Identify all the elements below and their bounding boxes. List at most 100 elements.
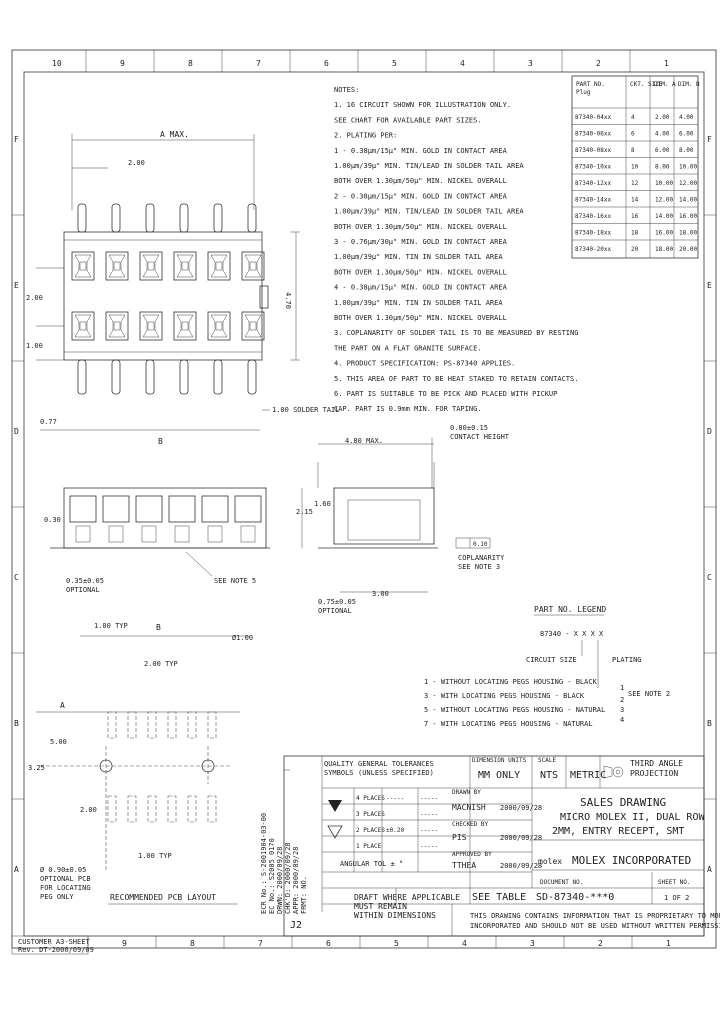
table-cell: 87340-16xx	[575, 213, 612, 220]
solder-tail-bottom	[247, 359, 257, 395]
legend-code: 87340 - X X X X	[540, 630, 604, 638]
column-label-top: 9	[120, 59, 125, 68]
contact-cavity	[173, 311, 197, 341]
table-cell: 20.00	[679, 246, 697, 253]
solder-tail-top	[111, 203, 121, 233]
note-line: 1.00µm/39µ" MIN. TIN/LEAD IN SOLDER TAIL…	[334, 162, 524, 170]
tol-1place: 1 PLACE	[356, 843, 382, 850]
pcb-pad-bottom	[187, 795, 197, 823]
legend-see-note-2: SEE NOTE 2	[628, 690, 670, 698]
pcb-pad-bottom	[107, 795, 117, 823]
contact-cavity	[71, 311, 95, 341]
legend-option: 1 - WITHOUT LOCATING PEGS HOUSING - BLAC…	[424, 678, 598, 686]
contact-cavity	[241, 311, 265, 341]
pcb-dim-500: 5.00	[50, 738, 67, 746]
table-header: CKT. SIZE	[630, 81, 663, 88]
table-cell: 16.00	[679, 213, 697, 220]
table-cell: 18	[631, 230, 639, 237]
note-line: CAP. PART IS 0.9mm MIN. FOR TAPING.	[334, 405, 482, 413]
metric: METRIC	[570, 770, 606, 781]
material-no: SEE TABLE	[472, 892, 526, 903]
legend-circuit-size: CIRCUIT SIZE	[526, 656, 577, 664]
tol-4places: 4 PLACES	[356, 795, 385, 802]
checked-by-label: CHECKED BY	[452, 821, 489, 828]
table-header: PART NO.Plug	[576, 81, 605, 96]
table-cell: 14.00	[679, 197, 697, 204]
contact-cavity	[71, 251, 95, 281]
note-line: 1 - 0.38µm/15µ" MIN. GOLD IN CONTACT ARE…	[334, 147, 508, 155]
row-label-right: F	[707, 135, 712, 144]
dim-300: 3.00	[372, 590, 389, 598]
dim-035-optional: OPTIONAL	[66, 586, 100, 594]
tol-2-value: ±0.20	[386, 827, 404, 834]
coplanarity-value: 0.10	[473, 541, 488, 548]
front-cavity	[102, 495, 130, 523]
column-label-bottom: 1	[666, 939, 671, 948]
dim-100-left: 1.00	[26, 342, 43, 350]
table-cell: 4.00	[655, 131, 670, 138]
pcb-dim-b: B	[156, 623, 161, 632]
pcb-title: RECOMMENDED PCB LAYOUT	[110, 893, 216, 902]
table-header: DIM. B	[678, 81, 700, 88]
column-label-top: 5	[392, 59, 397, 68]
row-label-right: A	[707, 865, 712, 874]
dimension-units: MM ONLY	[478, 770, 520, 781]
sheet-no-label: SHEET NO.	[658, 879, 691, 886]
table-cell: 12.00	[679, 180, 697, 187]
solder-tail-top	[77, 203, 87, 233]
pcb-pad-top	[127, 711, 137, 739]
tol-3-value-b: -----	[420, 811, 438, 818]
legend-title: PART NO. LEGEND	[534, 605, 606, 614]
pcb-dim-a: A	[60, 701, 65, 710]
approved-by: TTHEA	[452, 861, 476, 870]
general-tolerances: GENERAL TOLERANCES(UNLESS SPECIFIED)	[358, 760, 434, 777]
table-cell: 14.00	[655, 213, 673, 220]
tol-3places: 3 PLACES	[356, 811, 385, 818]
pcb-pad-top	[147, 711, 157, 739]
pcb-pad-top	[187, 711, 197, 739]
table-cell: 87340-12xx	[575, 180, 612, 187]
ecr-rev: J2	[290, 920, 302, 931]
dim-160: 1.60	[314, 500, 331, 508]
row-label-left: C	[14, 573, 19, 582]
housing-outline	[63, 231, 263, 361]
table-cell: 87340-18xx	[575, 230, 612, 237]
contact-cavity	[241, 251, 265, 281]
front-cavity	[135, 495, 163, 523]
legend-plating: PLATING	[612, 656, 642, 664]
note-line: 4. PRODUCT SPECIFICATION: PS-87340 APPLI…	[334, 360, 515, 368]
ecr-block: ECR No.: S-2001904-03-00EC No.: S2005 01…	[260, 813, 308, 914]
row-label-left: A	[14, 865, 19, 874]
note-line: 2. PLATING PER:	[334, 132, 397, 140]
note-line: 5. THIS AREA OF PART TO BE HEAT STAKED T…	[334, 375, 578, 383]
contact-cavity	[105, 251, 129, 281]
pcb-pad-bottom	[127, 795, 137, 823]
quality-triangle-2	[327, 825, 343, 839]
solder-tail-bottom	[145, 359, 155, 395]
table-header: DIM. A	[654, 81, 676, 88]
molex-logo: molex	[538, 857, 562, 866]
column-label-bottom: 6	[326, 939, 331, 948]
pcb-dim-100dia: Ø1.00	[232, 634, 253, 642]
dim-200-left: 2.00	[26, 294, 43, 302]
row-label-right: D	[707, 427, 712, 436]
document-no-label: DOCUMENT NO.	[540, 879, 583, 886]
row-label-right: E	[707, 281, 712, 290]
table-cell: 4.00	[679, 114, 694, 121]
dim-b: B	[158, 437, 163, 446]
table-cell: 16	[631, 213, 639, 220]
table-cell: 8	[631, 147, 635, 154]
note-line: 3. COPLANARITY OF SOLDER TAIL IS TO BE M…	[334, 329, 578, 337]
solder-tail-top	[247, 203, 257, 233]
table-cell: 4	[631, 114, 635, 121]
table-cell: 14	[631, 197, 639, 204]
table-cell: 12.00	[655, 197, 673, 204]
table-cell: 18.00	[679, 230, 697, 237]
row-label-right: C	[707, 573, 712, 582]
table-cell: 87340-14xx	[575, 197, 612, 204]
